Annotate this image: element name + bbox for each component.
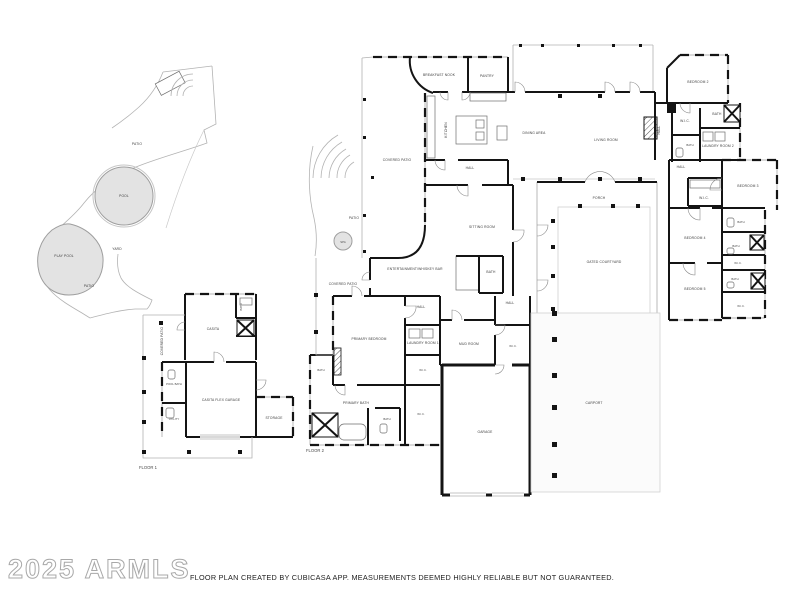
freeform-pool (37, 223, 104, 296)
label-bedroom5: BEDROOM 5 (684, 287, 705, 291)
north-porch (512, 44, 654, 92)
label-covered-patio-west: COVERED PATIO (383, 158, 412, 162)
yard-boundary (39, 65, 217, 319)
label-primary-bath: PRIMARY BATH (343, 401, 370, 405)
label-wic-bed5: W.I.C. (737, 304, 745, 308)
label-bath-center: BATH (486, 270, 496, 274)
label-bath4a: BATH (737, 220, 744, 224)
label-garage: GARAGE (477, 430, 493, 434)
label-utility: UTILITY (169, 417, 180, 421)
round-pool (94, 166, 154, 226)
label-breakfast-nook: BREAKFAST NOOK (423, 73, 456, 77)
stairs-fan (312, 134, 355, 179)
label-covered-patio-primary: COVERED PATIO (329, 282, 358, 286)
label-laundry2: LAUNDRY ROOM 2 (702, 144, 734, 148)
label-kitchen: KITCHEN (444, 122, 448, 138)
label-wic-bed4: W.I.C. (734, 261, 742, 265)
label-patio-house: PATIO (349, 216, 359, 220)
spa (333, 231, 353, 251)
label-yard: YARD (112, 247, 122, 251)
armls-watermark: 2025 ARMLS (8, 554, 191, 584)
disclaimer-text: FLOOR PLAN CREATED BY CUBICASA APP. MEAS… (190, 573, 614, 582)
door-arcs (176, 81, 723, 396)
label-hall-kitchen: HALL (466, 166, 475, 170)
label-wic-mud: W.I.C. (509, 344, 517, 348)
floor-tag-casita: FLOOR 1 (139, 465, 158, 470)
fireplace-hatch (643, 116, 658, 140)
label-laundry1: LAUNDRY ROOM 1 (407, 341, 439, 345)
label-hall-east: HALL (657, 126, 661, 135)
label-bedroom2: BEDROOM 2 (687, 80, 708, 84)
label-bath4b: BATH (732, 244, 739, 248)
label-pool-bath: POOL BATH (166, 382, 182, 386)
covered-patio-primary (314, 258, 333, 356)
garage (440, 363, 532, 497)
gate-hatch (154, 70, 186, 96)
floor-tag-main: FLOOR 2 (306, 448, 325, 453)
main-house-walls (308, 53, 779, 447)
label-carport: CARPORT (585, 401, 602, 405)
label-storage: STORAGE (265, 416, 283, 420)
label-bedroom3: BEDROOM 3 (737, 184, 758, 188)
label-mud-room: MUD ROOM (459, 342, 479, 346)
label-hall-center: HALL (417, 305, 426, 309)
covered-patio-west (361, 56, 374, 258)
label-hall-wing: HALL (677, 165, 686, 169)
label-gated-courtyard: GATED COURTYARD (587, 260, 622, 264)
label-bath-hall2: BATH (686, 143, 693, 147)
gate-steps (170, 73, 194, 97)
label-porch: PORCH (593, 196, 606, 200)
label-wic-a: W.I.C. (419, 368, 427, 372)
label-living-room: LIVING ROOM (594, 138, 618, 142)
label-patio-top: PATIO (132, 142, 142, 146)
label-bath-casita: BATH (239, 303, 243, 310)
casita-building (142, 292, 295, 459)
yard-divider (165, 129, 205, 229)
label-hall-mud: HALL (506, 301, 515, 305)
spa-boundary (308, 145, 317, 257)
label-entertainment-bar: ENTERTAINMENT/WHISKEY BAR (387, 267, 443, 271)
label-bedroom4: BEDROOM 4 (684, 236, 705, 240)
primary-hatch (333, 347, 342, 376)
round-pool-coping (92, 164, 156, 228)
label-spa: SPA (340, 240, 346, 244)
label-sitting-room: SITTING ROOM (469, 225, 495, 229)
yard-boundary-top (162, 65, 213, 73)
labels: PATIO POOL PLAY POOL YARD PATIO PATIO SP… (54, 73, 758, 470)
label-patio-bottom: PATIO (84, 284, 94, 288)
label-bath-bed2: BATH (712, 112, 722, 116)
label-pantry: PANTRY (480, 74, 495, 78)
yard-area (37, 65, 355, 319)
gated-courtyard (537, 171, 657, 317)
label-wic-bed3: W.I.C. (699, 196, 709, 200)
label-dining-area: DINING AREA (523, 131, 547, 135)
label-pool-round: POOL (119, 194, 129, 198)
yard-boundary-left (111, 71, 164, 129)
label-bath5: BATH (731, 277, 738, 281)
label-primary-bedroom: PRIMARY BEDROOM (351, 337, 386, 341)
label-bath-primary-small: BATH (317, 368, 324, 372)
label-pool-free: PLAY POOL (54, 254, 74, 258)
label-bath-b: BATH (383, 417, 390, 421)
patio-edge (361, 56, 374, 258)
label-casita-flex-garage: CASITA FLEX GARAGE (202, 398, 241, 402)
label-covered-patio-casita: COVERED PATIO (160, 326, 164, 355)
yard-boundary-tail (89, 253, 153, 319)
label-wic-bed2: W.I.C. (680, 119, 690, 123)
label-casita: CASITA (207, 327, 220, 331)
label-wic-b: W.I.C. (417, 412, 425, 416)
carport (530, 311, 661, 493)
